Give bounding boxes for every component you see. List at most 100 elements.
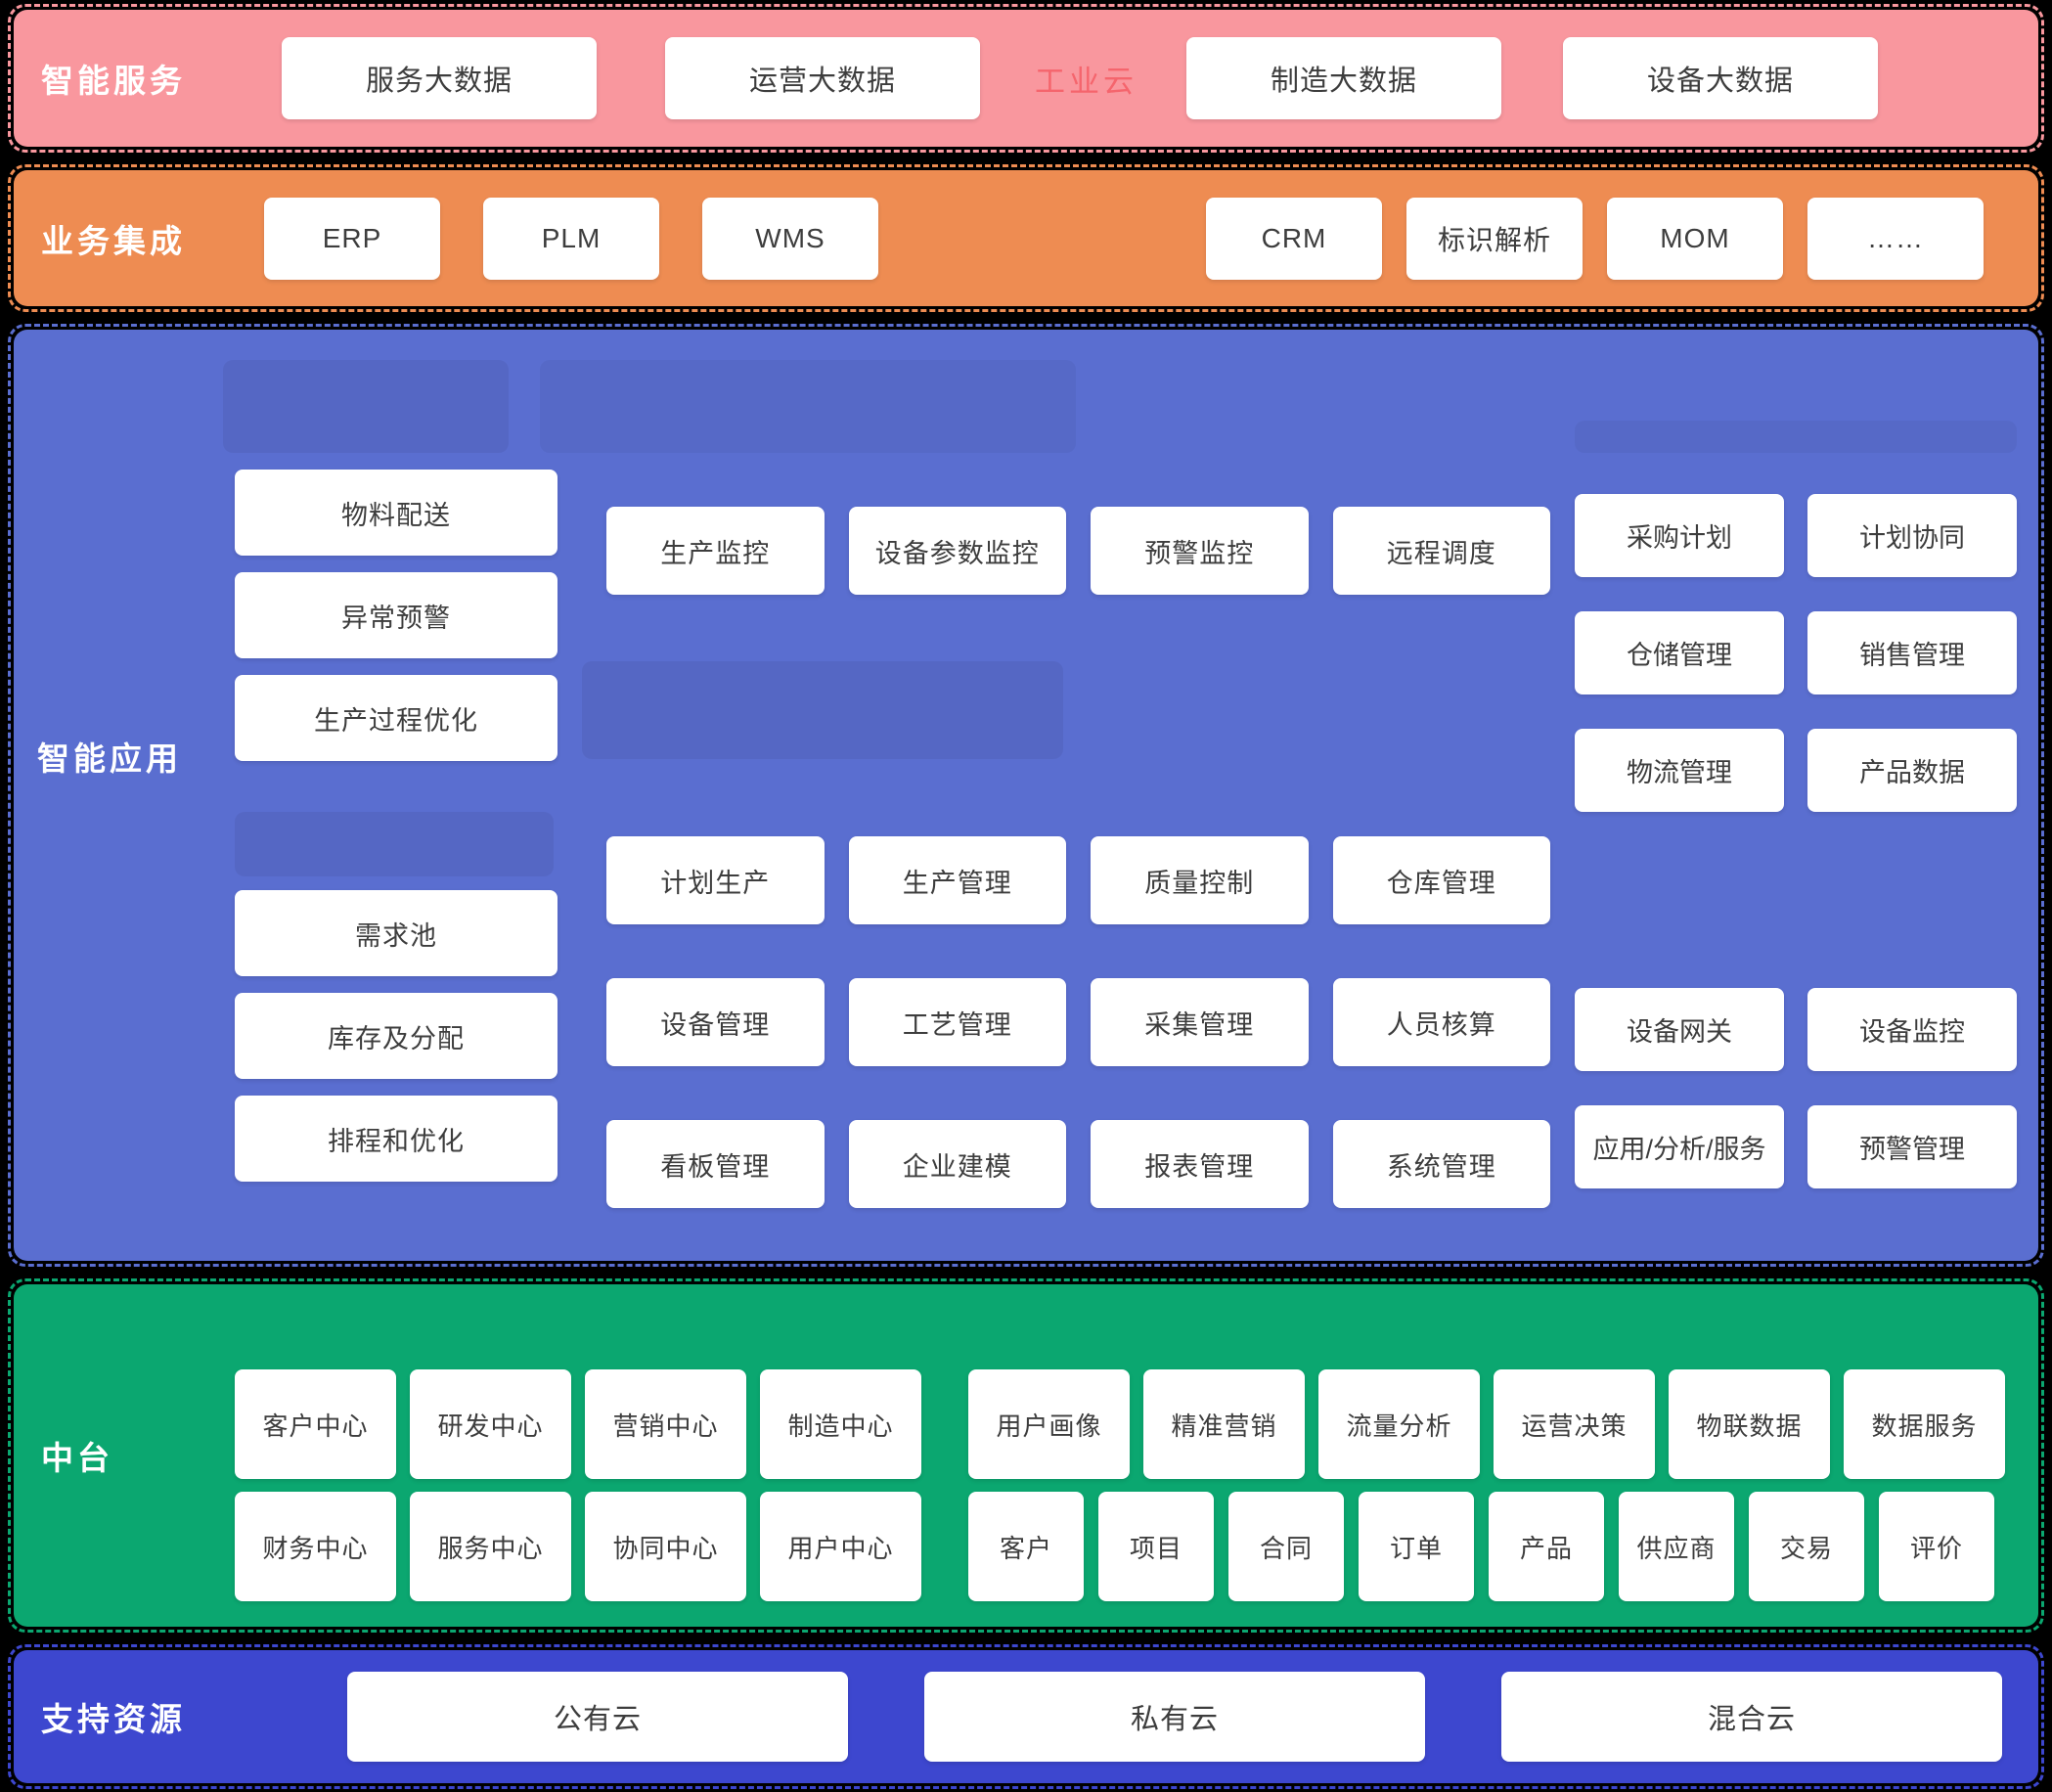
- app-box: 排程和优化: [235, 1096, 558, 1182]
- app-box: 销售管理: [1807, 611, 2017, 694]
- app-box: 预警管理: [1807, 1105, 2017, 1188]
- ghost-box: [582, 661, 1063, 759]
- apps-grid-row-1: 生产监控设备参数监控预警监控远程调度: [606, 507, 1550, 595]
- apps-grid-row-2: 计划生产生产管理质量控制仓库管理: [606, 836, 1550, 924]
- app-box: 人员核算: [1332, 978, 1550, 1066]
- center-box: 协同中心: [585, 1492, 746, 1601]
- data-box: 流量分析: [1318, 1369, 1480, 1479]
- service-box: 服务大数据: [282, 37, 597, 119]
- app-box: 看板管理: [606, 1120, 825, 1208]
- middle-data-group: 用户画像精准营销流量分析运营决策物联数据数据服务: [968, 1369, 2005, 1479]
- app-box: 采购计划: [1575, 494, 1784, 577]
- app-box: 设备监控: [1807, 988, 2017, 1071]
- layer-label-middle: 中台: [41, 1440, 113, 1476]
- entity-box: 交易: [1749, 1492, 1864, 1601]
- middle-entities-group: 客户项目合同订单产品供应商交易评价: [968, 1492, 1994, 1601]
- integration-box: CRM: [1206, 197, 1382, 280]
- industrial-cloud-watermark: 工业云: [1035, 64, 1138, 99]
- middle-centers-group: 客户中心研发中心营销中心制造中心: [235, 1369, 921, 1479]
- app-box: 库存及分配: [235, 993, 558, 1079]
- integration-box: ERP: [264, 197, 440, 280]
- integration-box: PLM: [483, 197, 659, 280]
- center-box: 客户中心: [235, 1369, 396, 1479]
- app-box: 质量控制: [1091, 836, 1309, 924]
- app-box: 远程调度: [1332, 507, 1550, 595]
- integration-box: MOM: [1607, 197, 1783, 280]
- app-box: 仓库管理: [1332, 836, 1550, 924]
- entity-box: 评价: [1879, 1492, 1994, 1601]
- service-box: 制造大数据: [1186, 37, 1501, 119]
- middle-row-1: 客户中心研发中心营销中心制造中心 用户画像精准营销流量分析运营决策物联数据数据服…: [235, 1369, 2005, 1479]
- app-box: 采集管理: [1091, 978, 1309, 1066]
- app-box: 工艺管理: [848, 978, 1066, 1066]
- entity-box: 客户: [968, 1492, 1084, 1601]
- apps-grid-row-4: 看板管理企业建模报表管理系统管理: [606, 1120, 1550, 1208]
- app-box: 应用/分析/服务: [1575, 1105, 1784, 1188]
- data-box: 运营决策: [1494, 1369, 1655, 1479]
- integration-box: WMS: [702, 197, 878, 280]
- service-box: 运营大数据: [665, 37, 980, 119]
- app-box: 需求池: [235, 890, 558, 976]
- entity-box: 项目: [1098, 1492, 1214, 1601]
- app-box: 企业建模: [848, 1120, 1066, 1208]
- app-box: 计划协同: [1807, 494, 2017, 577]
- entity-box: 合同: [1228, 1492, 1344, 1601]
- center-box: 财务中心: [235, 1492, 396, 1601]
- app-box: 仓储管理: [1575, 611, 1784, 694]
- apps-left-group-a: 物料配送异常预警生产过程优化: [235, 470, 558, 761]
- integration-box-row: ERP PLM WMS CRM 标识解析 MOM ……: [14, 170, 2038, 306]
- apps-right-group-bottom: 设备网关设备监控应用/分析/服务预警管理: [1575, 988, 2017, 1188]
- layer-label-resources: 支持资源: [41, 1701, 186, 1737]
- center-box: 制造中心: [760, 1369, 921, 1479]
- center-box: 研发中心: [410, 1369, 571, 1479]
- app-box: 系统管理: [1332, 1120, 1550, 1208]
- layer-label-integration: 业务集成: [41, 222, 186, 259]
- layer-label-services: 智能服务: [41, 63, 186, 99]
- center-box: 营销中心: [585, 1369, 746, 1479]
- app-box: 报表管理: [1091, 1120, 1309, 1208]
- data-box: 物联数据: [1669, 1369, 1830, 1479]
- app-box: 生产过程优化: [235, 675, 558, 761]
- apps-left-group-b: 需求池库存及分配排程和优化: [235, 890, 558, 1182]
- integration-box: ……: [1807, 197, 1984, 280]
- ghost-box: [235, 812, 554, 876]
- center-box: 用户中心: [760, 1492, 921, 1601]
- layer-intelligent-services: 智能服务 服务大数据 运营大数据 工业云 制造大数据 设备大数据: [8, 4, 2044, 153]
- middle-centers-group: 财务中心服务中心协同中心用户中心: [235, 1492, 921, 1601]
- layer-business-integration: 业务集成 ERP PLM WMS CRM 标识解析 MOM ……: [8, 164, 2044, 312]
- integration-box: 标识解析: [1406, 197, 1583, 280]
- resources-box-row: 公有云私有云混合云: [14, 1650, 2038, 1783]
- app-box: 产品数据: [1807, 729, 2017, 812]
- entity-box: 订单: [1359, 1492, 1474, 1601]
- app-box: 预警监控: [1091, 507, 1309, 595]
- integration-left-group: ERP PLM WMS: [264, 197, 878, 280]
- app-box: 设备管理: [606, 978, 825, 1066]
- service-box: 设备大数据: [1563, 37, 1878, 119]
- center-box: 服务中心: [410, 1492, 571, 1601]
- cloud-box: 私有云: [924, 1672, 1425, 1762]
- data-box: 数据服务: [1844, 1369, 2005, 1479]
- layer-support-resources: 支持资源 公有云私有云混合云: [8, 1644, 2044, 1789]
- app-box: 异常预警: [235, 572, 558, 658]
- integration-right-group: CRM 标识解析 MOM ……: [1206, 197, 1984, 280]
- app-box: 生产管理: [848, 836, 1066, 924]
- apps-right-group-top: 采购计划计划协同仓储管理销售管理物流管理产品数据: [1575, 494, 2017, 812]
- data-box: 用户画像: [968, 1369, 1130, 1479]
- app-box: 设备参数监控: [848, 507, 1066, 595]
- app-box: 物料配送: [235, 470, 558, 556]
- cloud-box: 混合云: [1501, 1672, 2002, 1762]
- entity-box: 产品: [1489, 1492, 1604, 1601]
- ghost-box: [223, 360, 509, 453]
- entity-box: 供应商: [1619, 1492, 1734, 1601]
- middle-row-2: 财务中心服务中心协同中心用户中心 客户项目合同订单产品供应商交易评价: [235, 1492, 1994, 1601]
- layer-middle-platform: 中台 客户中心研发中心营销中心制造中心 用户画像精准营销流量分析运营决策物联数据…: [8, 1278, 2044, 1633]
- apps-grid-row-3: 设备管理工艺管理采集管理人员核算: [606, 978, 1550, 1066]
- services-box-row: 服务大数据 运营大数据 工业云 制造大数据 设备大数据: [14, 10, 2038, 147]
- app-box: 物流管理: [1575, 729, 1784, 812]
- app-box: 计划生产: [606, 836, 825, 924]
- ghost-box: [1575, 421, 2017, 453]
- data-box: 精准营销: [1143, 1369, 1305, 1479]
- app-box: 生产监控: [606, 507, 825, 595]
- layer-label-apps: 智能应用: [37, 740, 182, 777]
- app-box: 设备网关: [1575, 988, 1784, 1071]
